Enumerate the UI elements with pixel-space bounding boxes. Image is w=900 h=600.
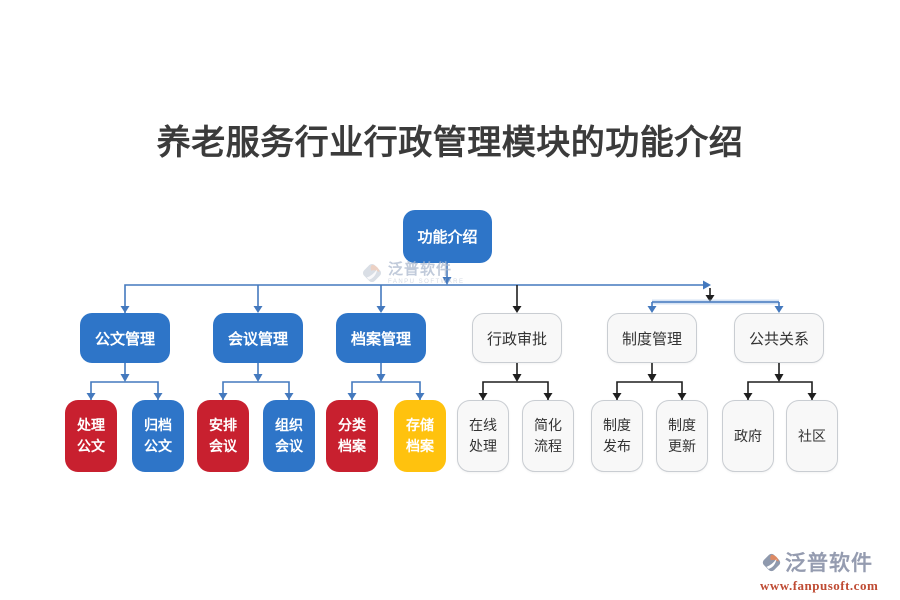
page-title: 养老服务行业行政管理模块的功能介绍 [156,124,744,162]
watermark-brand-text: 泛普软件 [388,260,453,278]
branch-public-relations: 公共关系 [734,313,824,363]
connector-group-policy [612,363,687,400]
connector-group-documents [86,363,163,400]
leaf-classify-archives: 分类 档案 [326,400,378,472]
watermark-footer: 泛普软件 www.fanpusoft.com [760,547,890,594]
leaf-organize-meetings: 组织 会议 [263,400,315,472]
connector-right-branch [647,299,784,313]
leaf-archive-documents: 归档 公文 [132,400,184,472]
fanpu-logo-icon [362,263,382,283]
leaf-arrange-meetings: 安排 会议 [197,400,249,472]
watermark-brand-subtext: FANPU SOFTWARE [388,278,465,285]
watermark-center: 泛普软件 FANPU SOFTWARE [360,261,464,285]
leaf-process-documents: 处理 公文 [65,400,117,472]
branch-archive-management: 档案管理 [336,313,426,363]
node-root-function-intro: 功能介绍 [403,210,492,263]
connector-approval-drop [512,285,715,313]
branch-administrative-approval: 行政审批 [472,313,562,363]
leaf-government: 政府 [722,400,774,472]
footer-brand-text: 泛普软件 [785,552,873,575]
leaf-store-archives: 存储 档案 [394,400,446,472]
connector-group-approval [478,363,553,400]
leaf-policy-update: 制度 更新 [656,400,708,472]
leaf-community: 社区 [786,400,838,472]
leaf-online-processing: 在线 处理 [457,400,509,472]
connector-group-meetings [218,363,294,400]
leaf-simplified-process: 简化 流程 [522,400,574,472]
connector-group-public-relations [743,363,817,400]
branch-document-management: 公文管理 [80,313,170,363]
connector-group-archives [347,363,425,400]
branch-meeting-management: 会议管理 [213,313,303,363]
branch-policy-management: 制度管理 [607,313,697,363]
fanpu-logo-icon [762,553,781,571]
footer-url: www.fanpusoft.com [760,578,879,593]
leaf-policy-release: 制度 发布 [591,400,643,472]
